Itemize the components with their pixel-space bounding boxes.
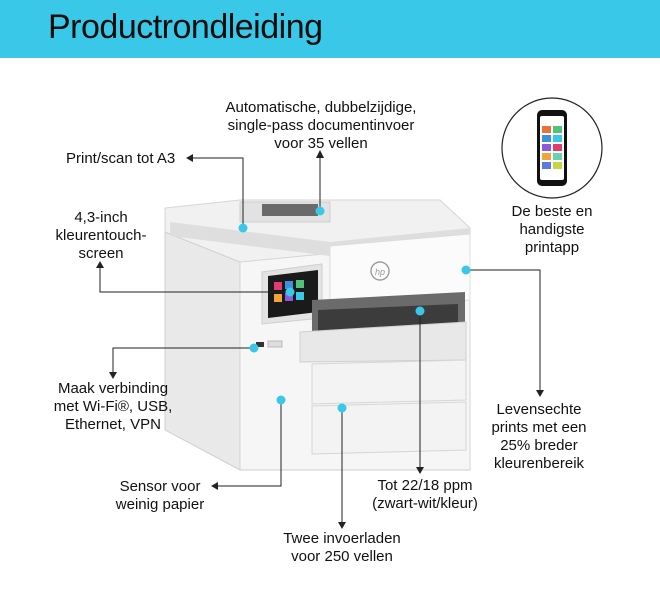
callout-app: De beste en handigste printapp	[511, 203, 593, 256]
callout-touchscreen: 4,3-inch kleurentouch- screen	[55, 209, 147, 262]
callout-sensor: Sensor voor weinig papier	[115, 478, 205, 513]
header-banner: Productrondleiding	[0, 0, 660, 58]
page-title: Productrondleiding	[48, 8, 323, 46]
callout-adf: Automatische, dubbelzijdige, single-pass…	[225, 99, 417, 152]
smartphone-app-icon	[500, 96, 604, 200]
callout-connect: Maak verbinding met Wi-Fi®, USB, Etherne…	[53, 380, 173, 433]
callout-speed: Tot 22/18 ppm (zwart-wit/kleur)	[372, 477, 478, 512]
svg-text:hp: hp	[375, 267, 385, 277]
callout-print-a3: Print/scan tot A3	[66, 150, 176, 167]
hp-logo-icon	[370, 261, 390, 281]
callout-colors: Levensechte prints met een 25% breder kl…	[491, 401, 587, 472]
callout-trays: Twee invoerladen voor 250 vellen	[283, 530, 401, 565]
